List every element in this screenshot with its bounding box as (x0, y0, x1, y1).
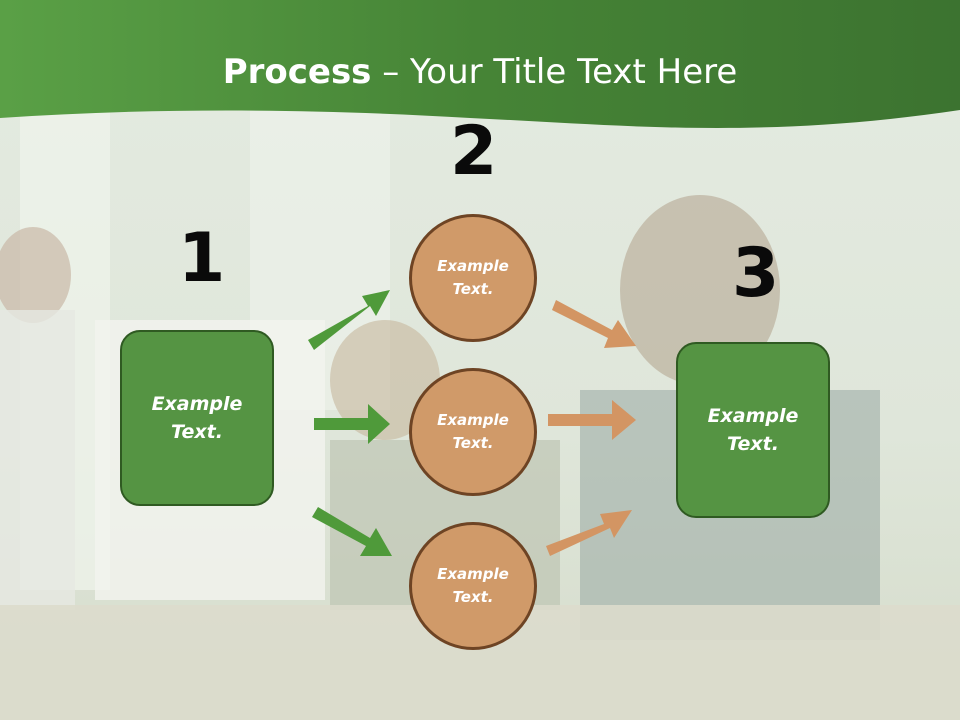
step-3-text-line1: Example (707, 404, 799, 427)
title-bold: Process (222, 52, 372, 92)
title-rest: – Your Title Text Here (371, 52, 738, 92)
circle-middle-line1: Example (437, 410, 509, 429)
page-title: Process – Your Title Text Here (0, 52, 960, 92)
arrow-from-circle-1 (552, 300, 636, 348)
step-1-text-line2: Text. (171, 421, 223, 443)
circle-middle-line2: Text. (452, 434, 494, 452)
arrow-to-circle-2 (314, 404, 390, 444)
circle-top-line2: Text. (452, 280, 494, 298)
step-1-text-line1: Example (151, 392, 243, 415)
arrow-from-circle-2 (548, 400, 636, 440)
step-number-1: 1 (178, 219, 226, 298)
header-band (0, 0, 960, 128)
arrow-to-circle-3 (312, 507, 392, 556)
step-3-text-line2: Text. (727, 433, 779, 455)
step-number-3: 3 (732, 234, 780, 313)
arrow-to-circle-1 (308, 290, 390, 350)
circle-bottom-line2: Text. (452, 588, 494, 606)
arrow-from-circle-3 (546, 510, 632, 556)
step-number-2: 2 (450, 112, 498, 191)
circle-top-line1: Example (437, 256, 509, 275)
circle-bottom-line1: Example (437, 564, 509, 583)
